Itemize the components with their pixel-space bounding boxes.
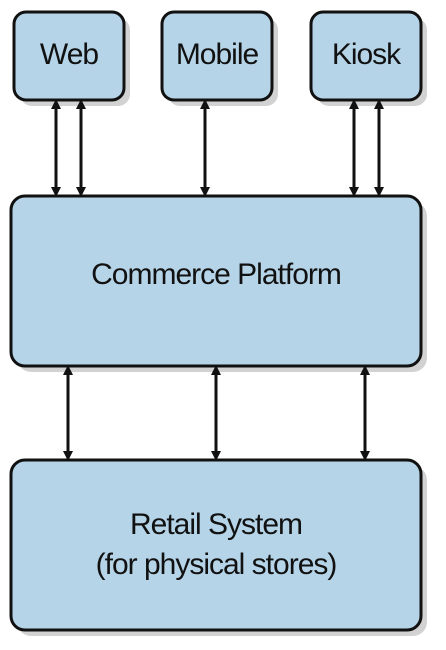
retail-system-box (9, 458, 423, 632)
kiosk-box (309, 10, 423, 102)
commerce-platform-label: Commerce Platform (91, 258, 341, 291)
mobile-label: Mobile (176, 38, 259, 71)
kiosk-label: Kiosk (332, 38, 402, 71)
web-label: Web (40, 38, 98, 71)
web-box (12, 10, 126, 102)
arrows-top (51, 99, 384, 197)
retail-system-sublabel: (for physical stores) (96, 548, 337, 581)
retail-system-label: Retail System (130, 508, 302, 541)
mobile-box (160, 10, 274, 102)
arrows-bottom (63, 365, 370, 461)
